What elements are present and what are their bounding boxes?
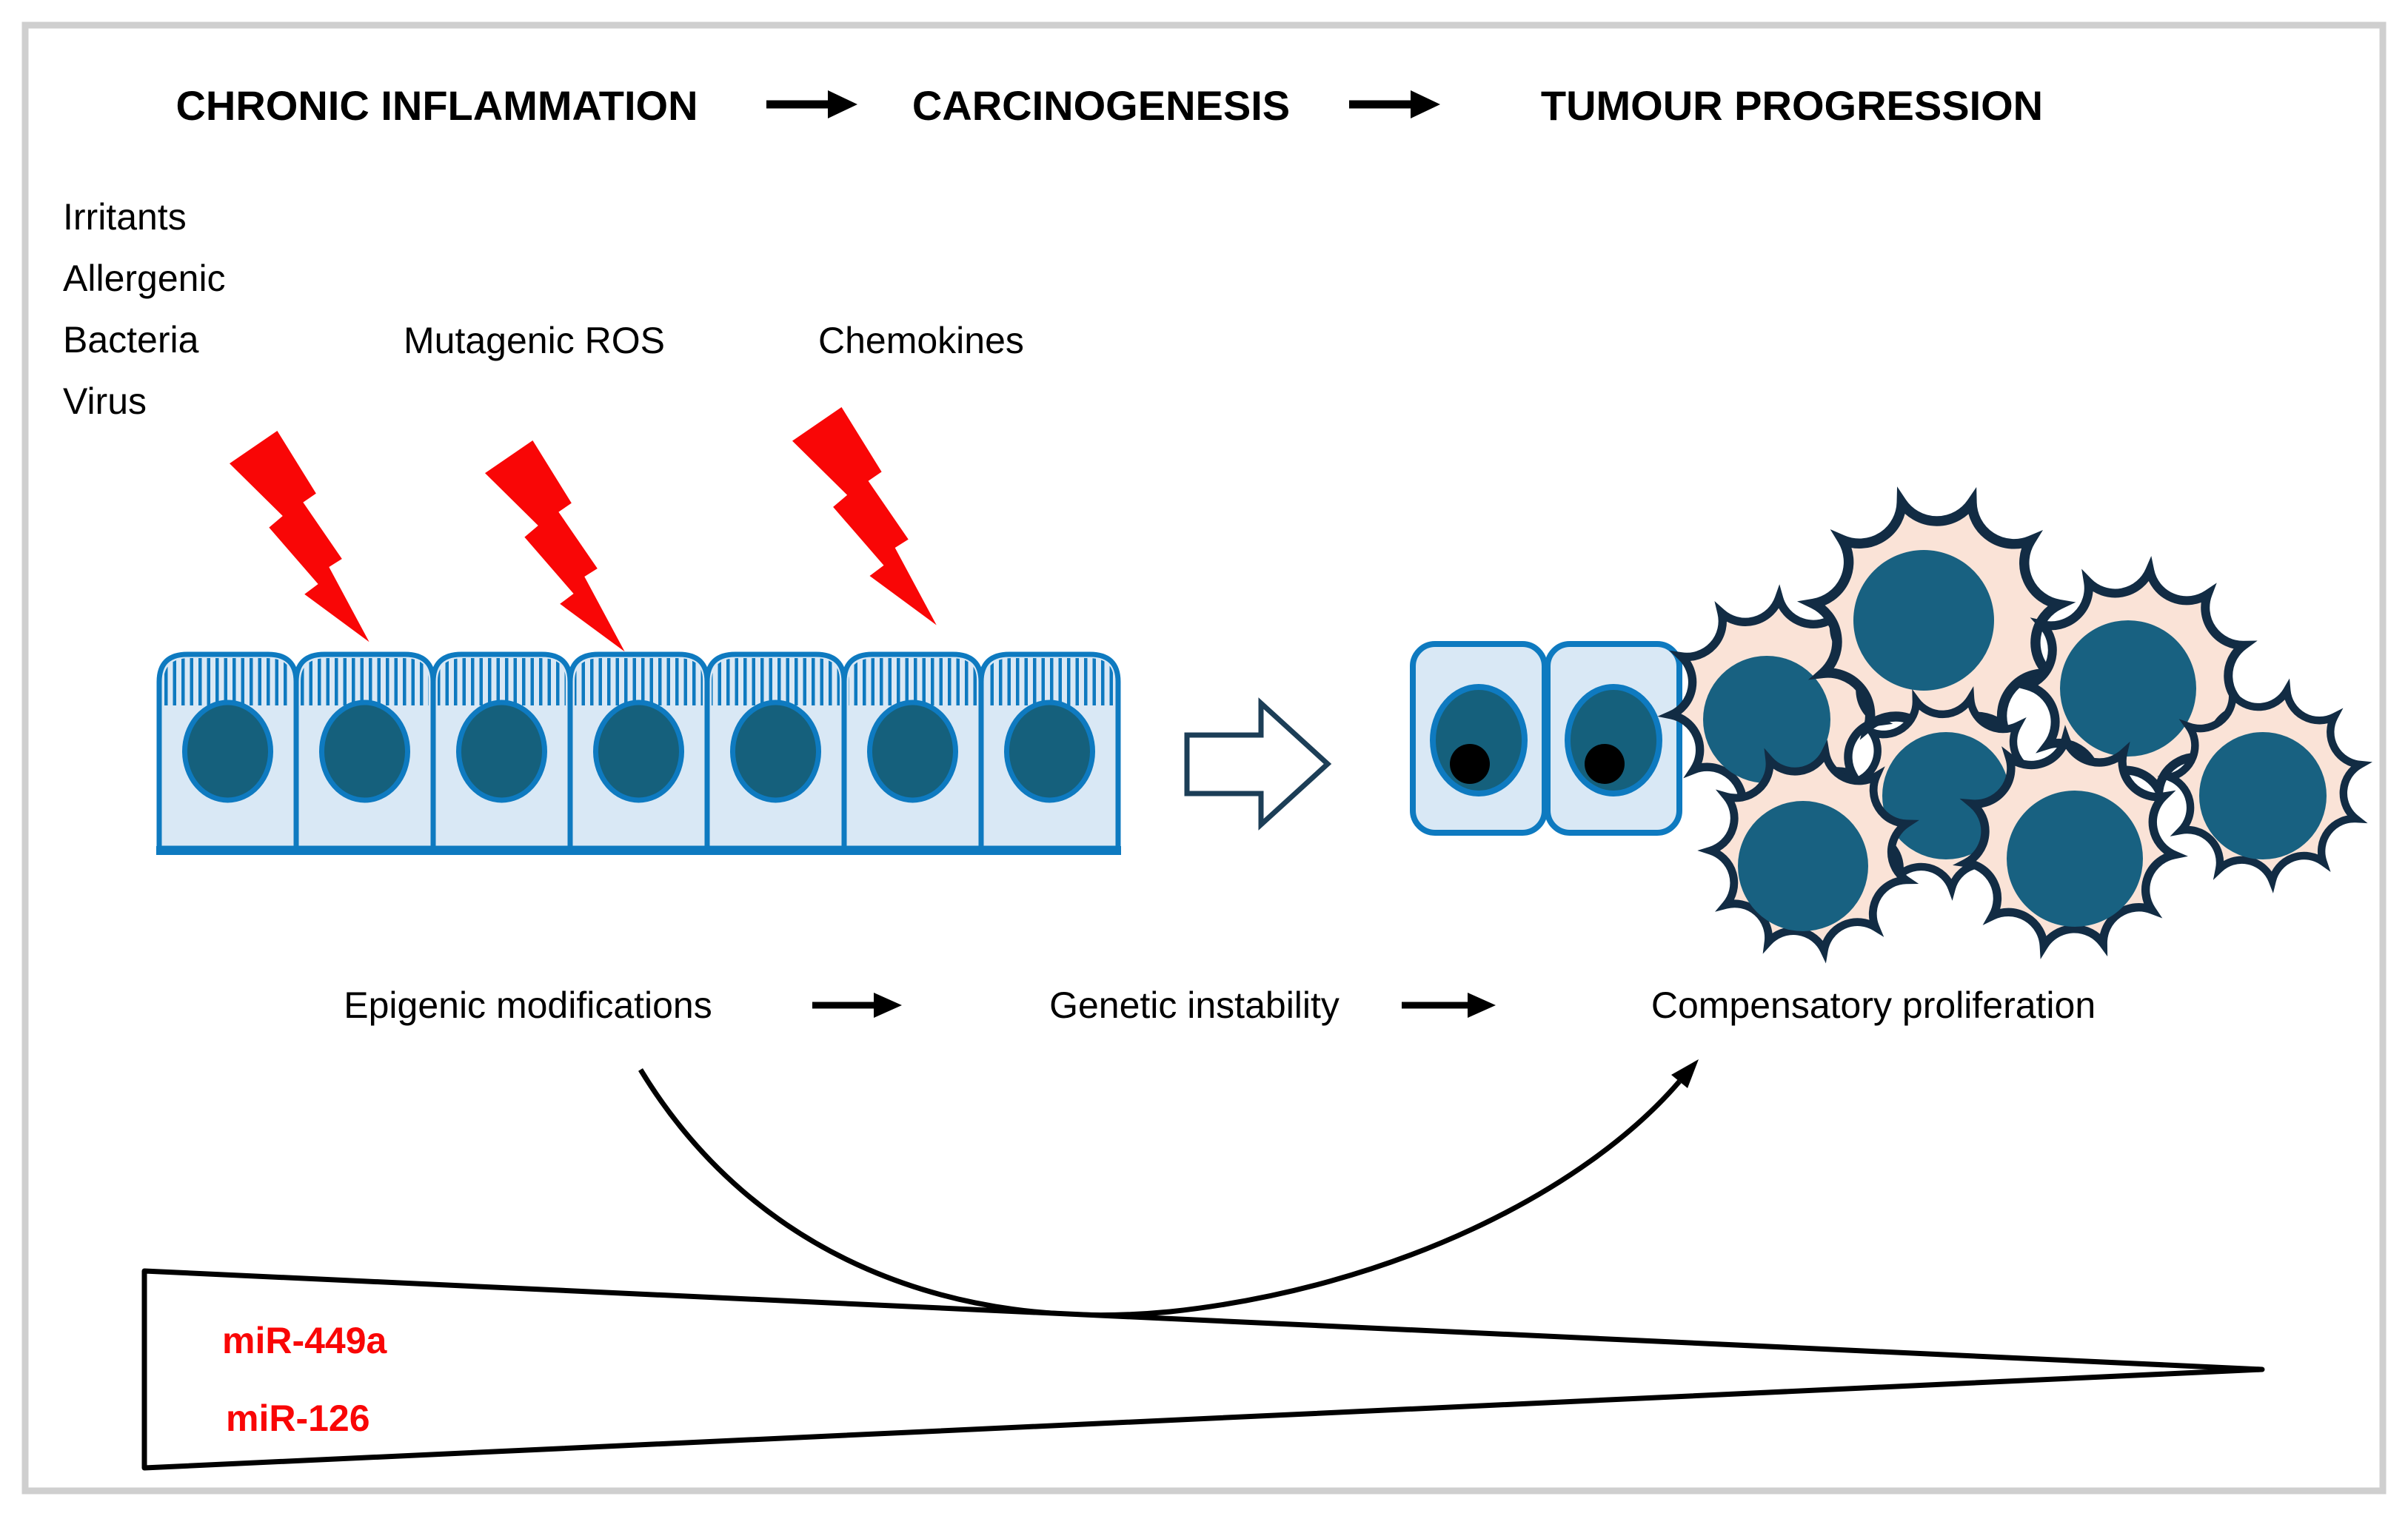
epithelium-row bbox=[156, 651, 1121, 855]
cilia bbox=[164, 658, 292, 705]
curved-arrow-head bbox=[1671, 1059, 1699, 1088]
tumour-cell bbox=[1826, 669, 2073, 916]
transformed-cell bbox=[1545, 641, 1682, 836]
stimulus-irritants: Irritants bbox=[63, 196, 187, 238]
epithelial-cell bbox=[978, 651, 1121, 851]
label-mir-126: miR-126 bbox=[226, 1398, 370, 1439]
nucleolus bbox=[1450, 744, 1490, 784]
tumour-cell bbox=[2156, 671, 2380, 897]
stimulus-virus: Virus bbox=[63, 380, 147, 422]
nucleus bbox=[1853, 550, 1994, 691]
header-arrow-icon bbox=[1349, 90, 1440, 118]
block-arrow-icon bbox=[1184, 697, 1332, 831]
nucleus bbox=[2060, 620, 2196, 757]
cilia bbox=[712, 658, 840, 705]
process-arrow-icon bbox=[812, 993, 902, 1018]
stimuli-list: Irritants Allergenic Bacteria Virus bbox=[63, 196, 226, 422]
epithelial-cell bbox=[567, 651, 710, 851]
header-stage-carcinogenesis: CARCINOGENESIS bbox=[912, 82, 1290, 129]
epithelial-cell bbox=[156, 651, 299, 851]
cilia bbox=[986, 658, 1114, 705]
step-genetic-instability: Genetic instability bbox=[1049, 985, 1340, 1026]
stimulus-bacteria: Bacteria bbox=[63, 319, 199, 360]
process-row: Epigenic modifications Genetic instabili… bbox=[344, 985, 2096, 1026]
nucleus bbox=[730, 700, 821, 803]
wedge-shape bbox=[141, 1268, 2265, 1471]
process-arrow-icon bbox=[1402, 993, 1496, 1018]
tumour-cluster bbox=[1658, 483, 2379, 973]
curved-arrow bbox=[638, 1059, 1699, 1318]
nucleus bbox=[867, 700, 958, 803]
nucleus bbox=[2007, 791, 2143, 927]
tumour-cell bbox=[2008, 549, 2272, 814]
nucleus bbox=[319, 700, 410, 803]
epithelial-cell bbox=[293, 651, 436, 851]
header-stage-chronic-inflammation: CHRONIC INFLAMMATION bbox=[175, 82, 698, 129]
epithelial-cell bbox=[430, 651, 573, 851]
epithelial-cell bbox=[704, 651, 847, 851]
tumour-cell bbox=[1959, 730, 2185, 959]
label-mutagenic-ros: Mutagenic ROS bbox=[404, 320, 665, 361]
header-arrow-icon bbox=[766, 90, 857, 118]
epithelial-cell bbox=[841, 651, 984, 851]
mirna-wedge: miR-449a miR-126 bbox=[141, 1268, 2265, 1471]
nucleus bbox=[182, 700, 273, 803]
nucleus bbox=[593, 700, 684, 803]
nucleus bbox=[1882, 732, 2010, 859]
label-mir-449a: miR-449a bbox=[222, 1320, 388, 1361]
step-epigenic-modifications: Epigenic modifications bbox=[344, 985, 712, 1026]
cilia bbox=[849, 658, 977, 705]
header-stage-tumour-progression: TUMOUR PROGRESSION bbox=[1541, 82, 2043, 129]
tumour-cell bbox=[1658, 583, 1897, 824]
stimulus-allergenic: Allergenic bbox=[63, 258, 226, 299]
header-row: CHRONIC INFLAMMATION CARCINOGENESIS TUMO… bbox=[175, 82, 2043, 129]
cilia bbox=[301, 658, 429, 705]
nucleus bbox=[1004, 700, 1095, 803]
tumour-cell bbox=[1801, 483, 2076, 760]
nucleus bbox=[1703, 656, 1830, 783]
transformed-cell bbox=[1410, 641, 1548, 836]
tumour-cell bbox=[1691, 728, 1934, 973]
nucleus bbox=[456, 700, 547, 803]
nucleolus bbox=[1585, 744, 1625, 784]
cilia bbox=[438, 658, 566, 705]
nucleus bbox=[1738, 801, 1868, 931]
label-chemokines: Chemokines bbox=[818, 320, 1024, 361]
nucleus bbox=[2199, 732, 2327, 859]
cilia bbox=[575, 658, 703, 705]
step-compensatory-proliferation: Compensatory proliferation bbox=[1651, 985, 2096, 1026]
